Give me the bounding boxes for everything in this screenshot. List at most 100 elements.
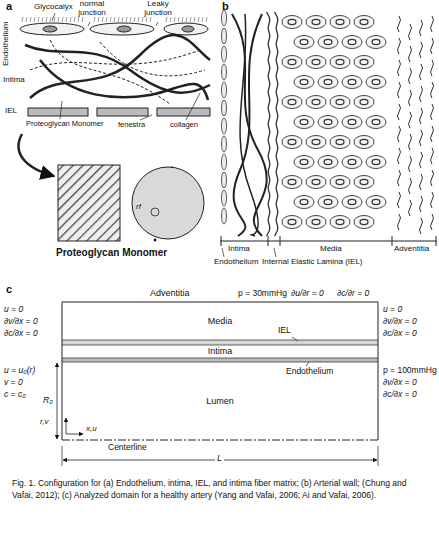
- r-axis: [66, 418, 67, 434]
- glycocalyx-hair: [54, 17, 55, 22]
- glycocalyx-hair: [170, 17, 171, 22]
- layer-label: IEL: [278, 326, 291, 335]
- adventitia-fiber: [431, 192, 434, 208]
- glycocalyx-hair: [102, 17, 103, 22]
- layer-label: IEL: [5, 107, 17, 116]
- cell-nucleus: [312, 179, 320, 184]
- glycocalyx-hair: [94, 17, 95, 22]
- figure-label: Proteoglycan Monomer: [56, 247, 167, 258]
- smooth-muscle-cell: [306, 216, 326, 229]
- axis-label: r,v: [40, 418, 48, 427]
- adventitia-fiber: [409, 156, 412, 172]
- smooth-muscle-cell: [366, 76, 386, 89]
- adventitia-fiber: [420, 218, 423, 234]
- cell-nucleus: [336, 59, 344, 64]
- glycocalyx-hair: [206, 17, 207, 22]
- cell-nucleus: [300, 159, 308, 164]
- adventitia-fiber: [420, 86, 423, 102]
- boundary-condition: ∂c/∂x = 0: [4, 329, 38, 338]
- cell-nucleus: [288, 219, 296, 224]
- smooth-muscle-cell: [342, 116, 362, 129]
- smooth-muscle-cell: [354, 16, 374, 29]
- endothelial-cell: [222, 118, 227, 134]
- iel-segment: [157, 108, 210, 116]
- adventitia-fiber: [431, 38, 434, 54]
- endothelial-cell: [222, 190, 227, 206]
- dimension-label: L: [215, 454, 224, 464]
- cell-nucleus: [324, 159, 332, 164]
- cell-nucleus: [312, 219, 320, 224]
- cell-nucleus: [360, 139, 368, 144]
- adventitia-fiber: [420, 42, 423, 58]
- glycocalyx-hair: [114, 17, 115, 22]
- collagen-fiber: [40, 60, 208, 100]
- glycocalyx-hair: [34, 17, 35, 22]
- glycocalyx-hair: [50, 17, 51, 22]
- axis-tick: [280, 236, 281, 246]
- panel-a-drawing: [19, 13, 210, 241]
- annotation-label: Endothelium: [214, 258, 258, 267]
- smooth-muscle-cell: [342, 76, 362, 89]
- glycocalyx-hair: [178, 17, 179, 22]
- layer-label: Intima: [228, 245, 250, 254]
- glycocalyx-hair: [186, 17, 187, 22]
- layer-label: Intima: [3, 76, 25, 85]
- layer-boundary: [62, 358, 378, 359]
- cell-nucleus: [312, 99, 320, 104]
- iel-band: [62, 340, 378, 345]
- smooth-muscle-cell: [366, 36, 386, 49]
- adventitia-fiber: [398, 104, 401, 120]
- adventitia-fiber: [398, 192, 401, 208]
- glycocalyx-hair: [142, 17, 143, 22]
- cell-nucleus: [300, 199, 308, 204]
- boundary-condition: u = 0: [383, 305, 402, 314]
- panel-c-domain: [57, 302, 378, 466]
- endothelial-cell: [222, 154, 227, 170]
- smooth-muscle-cell: [306, 136, 326, 149]
- layer-label: Adventitia: [150, 289, 190, 299]
- smooth-muscle-cell: [342, 156, 362, 169]
- adventitia-fiber: [431, 148, 434, 164]
- adventitia-fiber: [420, 130, 423, 146]
- adventitia-fiber: [431, 16, 434, 32]
- endothelium-band: [62, 358, 378, 362]
- smooth-muscle-cell: [342, 36, 362, 49]
- annotation-label: Endothelium: [2, 22, 11, 66]
- layer-boundary: [62, 362, 378, 363]
- adventitia-fiber: [409, 134, 412, 150]
- adventitia-fiber: [409, 90, 412, 106]
- leader-line: [156, 22, 158, 26]
- glycocalyx-hair: [194, 17, 195, 22]
- leader-line: [274, 248, 276, 257]
- dimension-tick: [62, 446, 63, 466]
- adventitia-fiber: [420, 20, 423, 36]
- glycocalyx-hair: [150, 17, 151, 22]
- glycocalyx-hair: [82, 17, 83, 22]
- boundary-condition: ∂u/∂r = 0: [291, 289, 324, 298]
- boundary-condition: ∂c/∂x = 0: [383, 390, 417, 399]
- adventitia-fiber: [398, 60, 401, 76]
- cell-nucleus: [360, 179, 368, 184]
- boundary-condition: ∂c/∂x = 0: [383, 329, 417, 338]
- cell-nucleus: [288, 139, 296, 144]
- adventitia-fiber: [420, 152, 423, 168]
- glycocalyx-hair: [70, 17, 71, 22]
- radius-dimension: [57, 363, 58, 439]
- smooth-muscle-cell: [318, 156, 338, 169]
- axis-tick: [392, 236, 393, 246]
- axis-tick: [436, 236, 437, 246]
- adventitia-fiber: [420, 196, 423, 212]
- smooth-muscle-cell: [354, 216, 374, 229]
- glycocalyx-hair: [62, 17, 63, 22]
- adventitia-fiber: [420, 174, 423, 190]
- axis-label: x,u: [86, 425, 97, 434]
- domain-inlet: [62, 302, 63, 440]
- proteoglycan-fiber: [30, 50, 200, 70]
- smooth-muscle-cell: [330, 136, 350, 149]
- glycocalyx-hair: [110, 17, 111, 22]
- adventitia-fiber: [409, 200, 412, 216]
- cell-nucleus: [300, 119, 308, 124]
- endothelial-cell: [222, 64, 227, 80]
- adventitia-fiber: [420, 108, 423, 124]
